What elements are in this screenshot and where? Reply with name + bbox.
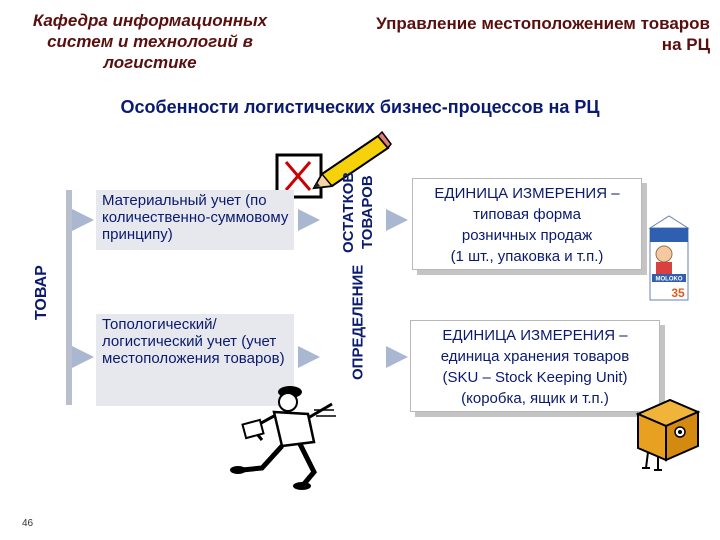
slide-topic: Управление местоположением товаров на РЦ — [376, 14, 710, 54]
retail-unit-box: ЕДИНИЦА ИЗМЕРЕНИЯ – типовая форма рознич… — [412, 178, 642, 270]
product-side-label: ТОВАР — [33, 265, 50, 320]
stock-determination-line2: ОСТАТКОВ ТОВАРОВ — [340, 171, 376, 253]
topological-accounting-box: Топологический/ логистический учет (учет… — [96, 314, 294, 406]
pencil-icon — [308, 128, 392, 194]
retail-unit-line: (1 шт., упаковка и т.п.) — [450, 248, 604, 265]
arrow-icon — [72, 346, 94, 368]
box-icon — [628, 386, 708, 472]
section-title: Особенности логистических бизнес-процесс… — [120, 97, 600, 117]
courier-icon — [222, 380, 342, 492]
arrow-icon — [386, 209, 408, 231]
retail-unit-title: ЕДИНИЦА ИЗМЕРЕНИЯ – — [434, 185, 620, 202]
arrow-icon — [72, 209, 94, 231]
storage-unit-line: (коробка, ящик и т.п.) — [461, 390, 609, 407]
carton-brand: MOLOKO — [656, 277, 683, 283]
page-number: 46 — [22, 518, 34, 529]
material-accounting-box: Материальный учет (по количественно-сумм… — [96, 190, 294, 250]
storage-unit-line: (SKU – Stock Keeping Unit) — [442, 369, 628, 386]
stock-determination-label: ОПРЕДЕЛЕНИЕ ОСТАТКОВ ТОВАРОВ — [334, 160, 382, 380]
storage-unit-line: единица хранения товаров — [440, 348, 630, 365]
milk-carton-icon: MOLOKO 35 — [644, 214, 694, 302]
carton-price: 35 — [671, 286, 685, 300]
arrow-icon — [386, 346, 408, 368]
retail-unit-line: розничных продаж — [461, 227, 593, 244]
arrow-icon — [298, 209, 320, 231]
retail-unit-line: типовая форма — [473, 206, 581, 223]
department-title: Кафедра информационных систем и технолог… — [32, 11, 268, 72]
storage-unit-title: ЕДИНИЦА ИЗМЕРЕНИЯ – — [442, 327, 628, 344]
arrow-icon — [298, 346, 320, 368]
storage-unit-box: ЕДИНИЦА ИЗМЕРЕНИЯ – единица хранения тов… — [410, 320, 660, 412]
stock-determination-line1: ОПРЕДЕЛЕНИЕ — [349, 264, 367, 380]
bracket-divider — [66, 190, 72, 405]
